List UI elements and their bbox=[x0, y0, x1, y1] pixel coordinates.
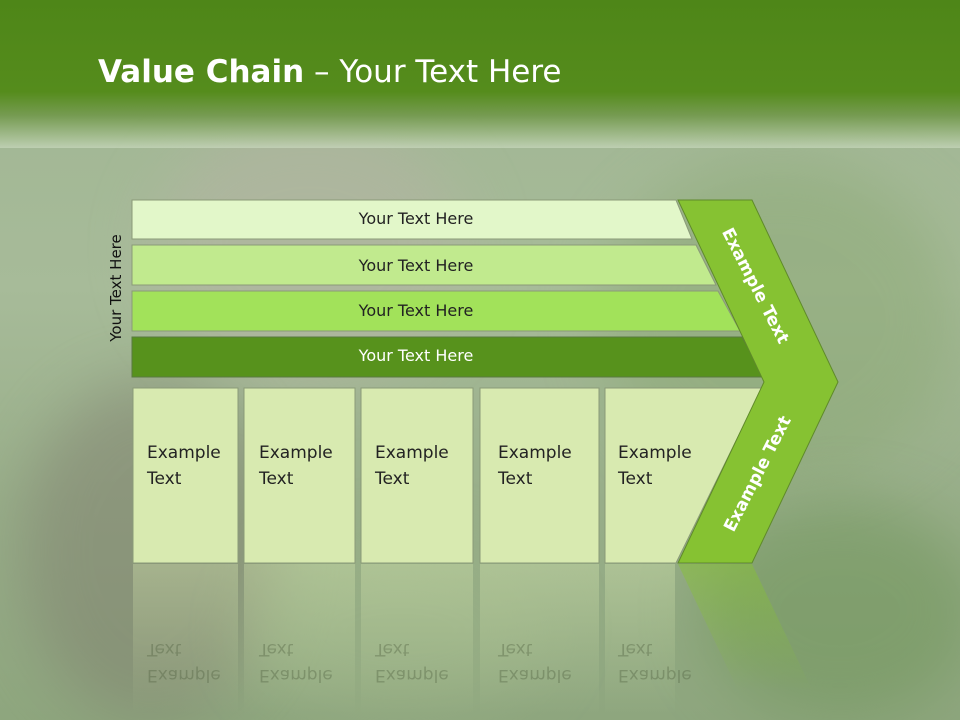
bar-2-label: Your Text Here bbox=[358, 256, 474, 275]
box-4-line1: Example bbox=[498, 443, 572, 463]
box-1 bbox=[132, 387, 239, 564]
arrow-reflection bbox=[678, 564, 812, 690]
chevron-arrow bbox=[677, 199, 839, 564]
box-1-line2: Text bbox=[147, 469, 182, 489]
title-bold: Value Chain bbox=[98, 54, 305, 90]
box-1-reflection bbox=[133, 564, 238, 714]
box-5-line2: Text bbox=[618, 469, 653, 489]
box-2 bbox=[243, 387, 356, 564]
box-5-line1: Example bbox=[618, 443, 692, 463]
box-1-line1: Example bbox=[147, 443, 221, 463]
title-rest: – Your Text Here bbox=[304, 54, 562, 90]
box-4 bbox=[479, 387, 600, 564]
bar-1-label: Your Text Here bbox=[358, 209, 474, 228]
box-3-reflection bbox=[361, 564, 473, 714]
box-2-line2: Text bbox=[259, 469, 294, 489]
bar-3-label: Your Text Here bbox=[358, 301, 474, 320]
bar-1 bbox=[131, 199, 693, 240]
page-title: Value Chain – Your Text Here bbox=[98, 54, 561, 90]
box-3-line2: Text bbox=[375, 469, 410, 489]
box-5-reflection bbox=[605, 564, 675, 714]
box-3-line1: Example bbox=[375, 443, 449, 463]
box-2-line1: Example bbox=[259, 443, 333, 463]
box-5 bbox=[604, 387, 763, 564]
title-bar bbox=[0, 0, 960, 148]
box-4-line2: Text bbox=[498, 469, 533, 489]
box-2-reflection bbox=[244, 564, 355, 714]
box-3 bbox=[360, 387, 474, 564]
box-4-reflection bbox=[480, 564, 599, 714]
bar-2 bbox=[131, 244, 717, 286]
bar-4-label: Your Text Here bbox=[358, 346, 474, 365]
